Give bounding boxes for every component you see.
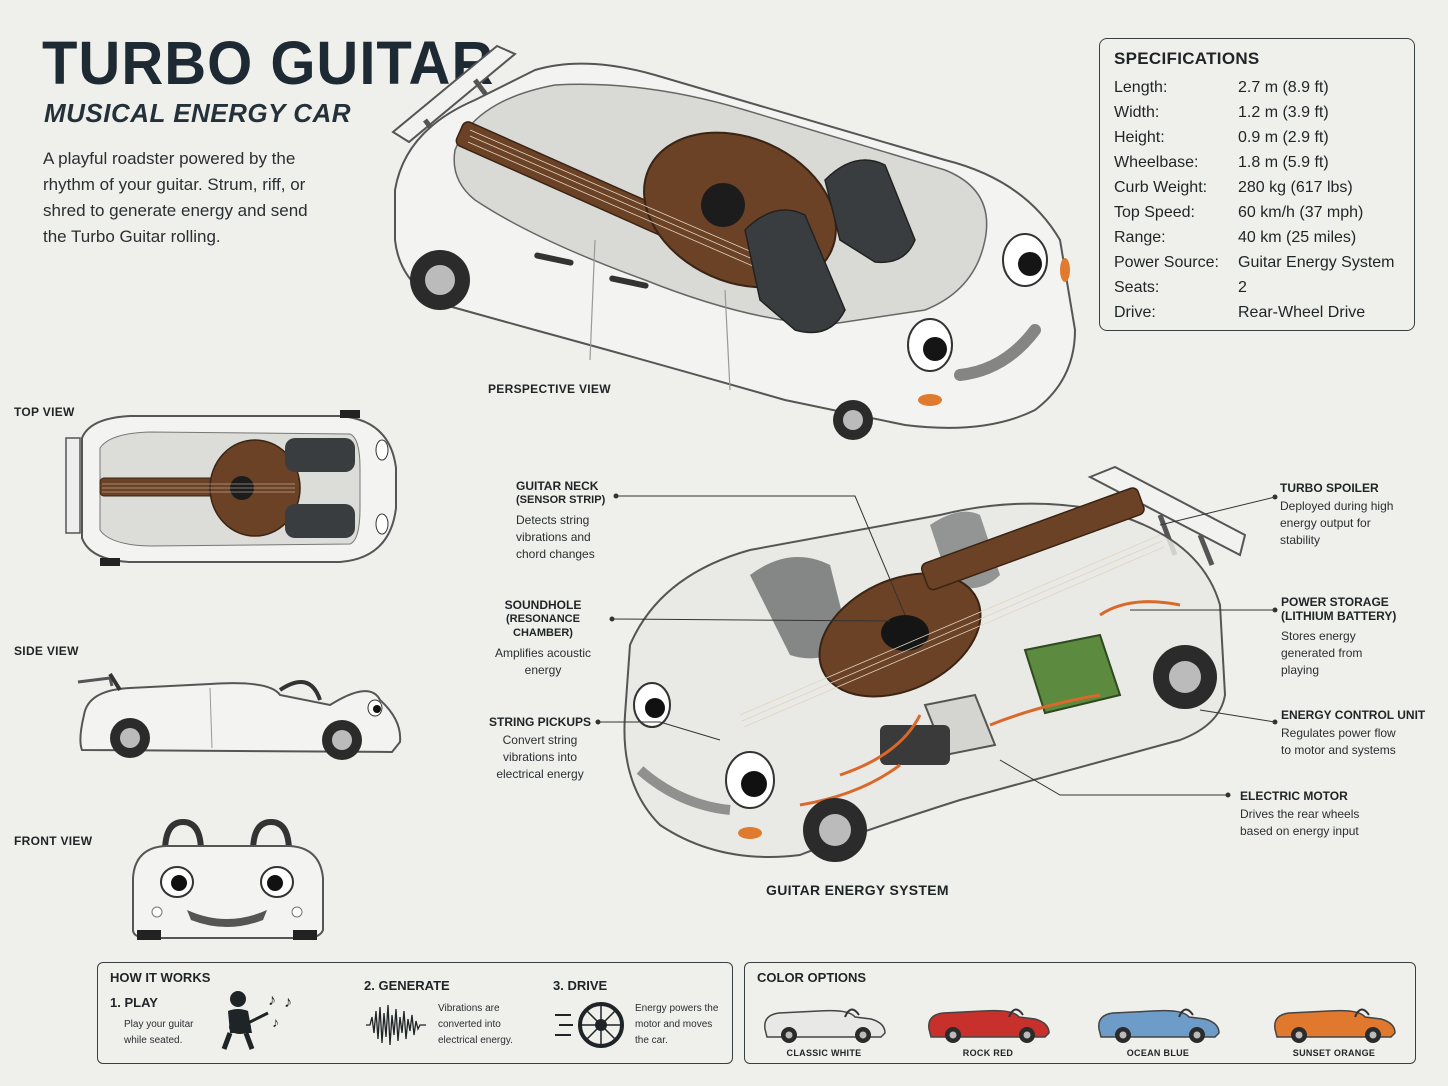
color-swatch-row: CLASSIC WHITE ROCK RED OCEAN BLUE SUNSET… bbox=[745, 993, 1417, 1063]
spec-row: Length:2.7 m (8.9 ft) bbox=[1114, 79, 1329, 96]
spec-row: Seats:2 bbox=[1114, 279, 1247, 296]
top-view-illustration bbox=[65, 410, 397, 566]
step-generate-label: 2. GENERATE bbox=[364, 978, 450, 993]
color-option-classic-white[interactable]: CLASSIC WHITE bbox=[759, 993, 889, 1058]
spec-row: Height:0.9 m (2.9 ft) bbox=[1114, 129, 1329, 146]
color-options-panel: COLOR OPTIONS CLASSIC WHITE ROCK RED OCE… bbox=[744, 962, 1416, 1064]
perspective-view-illustration bbox=[391, 44, 1077, 440]
step-play-desc: Play your guitar while seated. bbox=[124, 1019, 194, 1046]
front-view-label: FRONT VIEW bbox=[14, 834, 93, 848]
front-view-illustration bbox=[132, 818, 324, 940]
how-it-works-panel: HOW IT WORKS 1. PLAY Play your guitar wh… bbox=[97, 962, 733, 1064]
color-option-rock-red[interactable]: ROCK RED bbox=[923, 993, 1053, 1058]
callout-power-storage: POWER STORAGE (LITHIUM BATTERY) Stores e… bbox=[1281, 595, 1397, 677]
specifications-panel: SPECIFICATIONS Length:2.7 m (8.9 ft) Wid… bbox=[1099, 38, 1415, 331]
car-swatch-icon bbox=[1098, 1008, 1220, 1043]
svg-text:♪: ♪ bbox=[268, 992, 276, 1009]
color-name: CLASSIC WHITE bbox=[786, 1048, 862, 1058]
color-name: SUNSET ORANGE bbox=[1292, 1048, 1376, 1058]
svg-text:♪: ♪ bbox=[272, 1014, 279, 1030]
callout-string-pickups: STRING PICKUPS Convert string vibrations… bbox=[488, 715, 591, 781]
callout-electric-motor: ELECTRIC MOTOR Drives the rear wheels ba… bbox=[1240, 789, 1360, 838]
specifications-heading: SPECIFICATIONS bbox=[1114, 49, 1260, 68]
color-name: OCEAN BLUE bbox=[1126, 1048, 1190, 1058]
spec-row: Curb Weight:280 kg (617 lbs) bbox=[1114, 179, 1353, 196]
page-title: TURBO GUITAR bbox=[42, 29, 495, 98]
car-swatch-icon bbox=[764, 1008, 886, 1043]
guitar-icon bbox=[739, 487, 1165, 728]
spec-row: Wheelbase:1.8 m (5.9 ft) bbox=[1114, 154, 1329, 171]
spec-row: Top Speed:60 km/h (37 mph) bbox=[1114, 204, 1364, 221]
energy-system-illustration bbox=[623, 465, 1247, 862]
spec-row: Width:1.2 m (3.9 ft) bbox=[1114, 104, 1329, 121]
page-subtitle: MUSICAL ENERGY CAR bbox=[44, 98, 352, 128]
guitar-player-icon: ♪ ♪ ♪ bbox=[221, 991, 292, 1050]
wheel-icon bbox=[555, 1002, 624, 1048]
callout-soundhole: SOUNDHOLE (RESONANCE CHAMBER) Amplifies … bbox=[494, 598, 592, 677]
car-eye-icon bbox=[633, 682, 775, 809]
spec-row: Drive:Rear-Wheel Drive bbox=[1114, 304, 1366, 321]
callout-turbo-spoiler: TURBO SPOILER Deployed during high energ… bbox=[1280, 481, 1394, 547]
car-swatch-icon bbox=[1274, 1008, 1396, 1043]
step-play-label: 1. PLAY bbox=[110, 995, 158, 1010]
car-swatch-icon bbox=[928, 1008, 1050, 1043]
energy-system-label: GUITAR ENERGY SYSTEM bbox=[766, 882, 949, 898]
tagline: A playful roadster powered by the rhythm… bbox=[43, 149, 308, 246]
top-view-label: TOP VIEW bbox=[14, 405, 75, 419]
seat-icon bbox=[744, 159, 916, 334]
callout-energy-control-unit: ENERGY CONTROL UNIT Regulates power flow… bbox=[1281, 708, 1426, 757]
spec-row: Power Source:Guitar Energy System bbox=[1114, 254, 1395, 271]
svg-text:♪: ♪ bbox=[284, 994, 292, 1011]
color-option-ocean-blue[interactable]: OCEAN BLUE bbox=[1093, 993, 1223, 1058]
step-drive-desc: Energy powers the motor and moves the ca… bbox=[635, 1003, 719, 1046]
step-generate-desc: Vibrations are converted into electrical… bbox=[438, 1003, 513, 1046]
motor-icon bbox=[880, 725, 950, 765]
sound-wave-icon bbox=[366, 1004, 426, 1046]
step-drive-label: 3. DRIVE bbox=[553, 978, 608, 993]
color-options-heading: COLOR OPTIONS bbox=[757, 970, 867, 985]
color-option-sunset-orange[interactable]: SUNSET ORANGE bbox=[1269, 993, 1399, 1058]
side-view-label: SIDE VIEW bbox=[14, 644, 79, 658]
battery-icon bbox=[1023, 633, 1122, 715]
wheel-icon bbox=[410, 250, 873, 440]
perspective-view-label: PERSPECTIVE VIEW bbox=[488, 382, 611, 396]
side-view-illustration bbox=[77, 672, 402, 760]
wheel-icon bbox=[803, 645, 1217, 862]
car-eye-icon bbox=[907, 233, 1048, 372]
how-it-works-heading: HOW IT WORKS bbox=[110, 970, 211, 985]
callout-guitar-neck: GUITAR NECK (SENSOR STRIP) Detects strin… bbox=[516, 479, 606, 561]
spec-row: Range:40 km (25 miles) bbox=[1114, 229, 1357, 246]
color-name: ROCK RED bbox=[962, 1048, 1014, 1058]
